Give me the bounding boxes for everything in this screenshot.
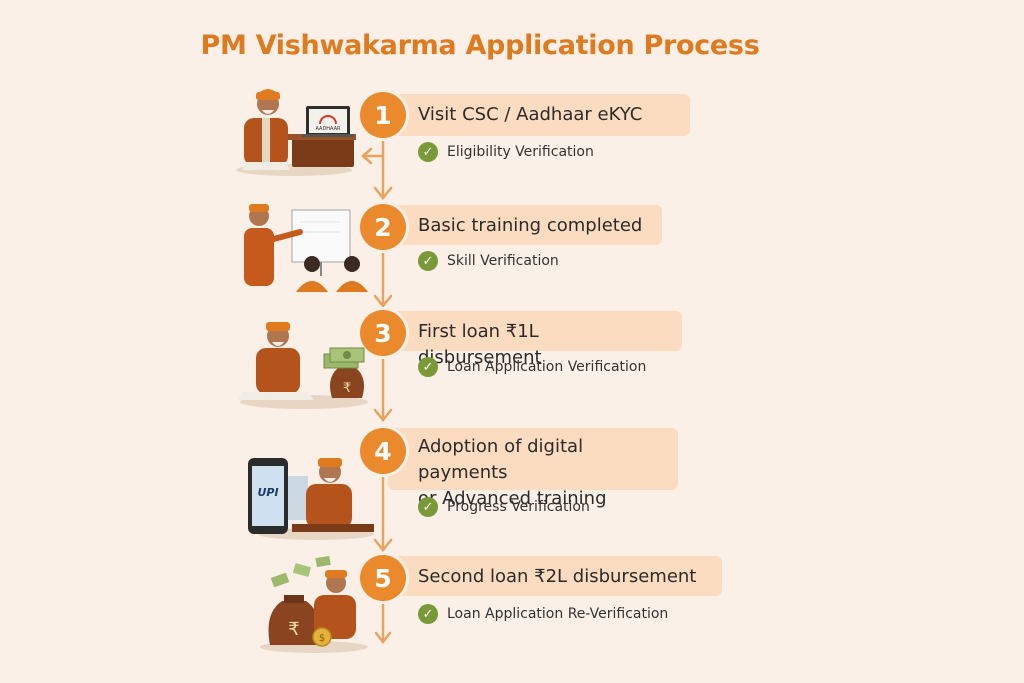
step-5-number: 5	[360, 555, 406, 601]
arrow-loop-1	[361, 147, 385, 165]
arrow-head-3	[373, 408, 393, 423]
arrow-head-4	[373, 538, 393, 553]
step-4-label-line2: or Advanced training	[418, 488, 607, 509]
artisan-laptop-illustration: AADHAAR	[236, 89, 356, 176]
step-1-label: Visit CSC / Aadhaar eKYC	[418, 104, 643, 125]
step-5-label-pill: Second loan ₹2L disbursement	[388, 556, 722, 596]
check-icon: ✓	[418, 497, 438, 517]
step-5-label: Second loan ₹2L disbursement	[418, 566, 697, 587]
step-1-verification: ✓ Eligibility Verification	[418, 142, 594, 162]
step-3-verification: ✓ Loan Application Verification	[418, 357, 646, 377]
step-3-label: First loan ₹1L disbursement	[418, 321, 542, 368]
arrow-head-2	[373, 294, 393, 309]
step-4-number: 4	[360, 428, 406, 474]
laptop-aadhaar-text: AADHAAR	[315, 126, 341, 132]
page-title: PM Vishwakarma Application Process	[200, 30, 760, 61]
step-3-label-pill: First loan ₹1L disbursement	[388, 311, 682, 368]
step-2-number: 2	[360, 204, 406, 250]
step-2-label: Basic training completed	[418, 215, 643, 236]
artisan-money-bags-illustration: ₹ $	[260, 555, 368, 653]
step-4-verification: ✓ Progress Verification	[418, 497, 590, 517]
step-2-verification: ✓ Skill Verification	[418, 251, 559, 271]
step-5-verification-label: Loan Application Re-Verification	[447, 606, 669, 622]
step-2-label-pill: Basic training completed	[388, 205, 662, 245]
step-1-label-pill: Visit CSC / Aadhaar eKYC	[388, 94, 690, 136]
check-icon: ✓	[418, 142, 438, 162]
arrow-head-1	[373, 186, 393, 201]
artisan-money-bag-illustration: ₹	[238, 322, 368, 409]
trainer-whiteboard-illustration	[244, 204, 368, 292]
step-3-number: 3	[360, 310, 406, 356]
step-5-verification: ✓ Loan Application Re-Verification	[418, 604, 668, 624]
step-2-verification-label: Skill Verification	[447, 253, 559, 269]
svg-text:₹: ₹	[343, 381, 351, 396]
step-4-label-line1: Adoption of digital payments	[418, 436, 584, 483]
step-3-verification-label: Loan Application Verification	[447, 359, 647, 375]
step-1-verification-label: Eligibility Verification	[447, 144, 594, 160]
step-1-number: 1	[360, 92, 406, 138]
svg-text:₹: ₹	[288, 619, 299, 640]
phone-upi-text: UPI	[257, 486, 278, 499]
check-icon: ✓	[418, 357, 438, 377]
check-icon: ✓	[418, 251, 438, 271]
step-4-verification-label: Progress Verification	[447, 499, 590, 515]
artisan-upi-phone-illustration: UPI	[248, 458, 374, 540]
arrow-head-5	[374, 631, 392, 645]
step-4-label-pill: Adoption of digital payments or Advanced…	[388, 428, 678, 509]
check-icon: ✓	[418, 604, 438, 624]
svg-text:$: $	[319, 633, 325, 644]
